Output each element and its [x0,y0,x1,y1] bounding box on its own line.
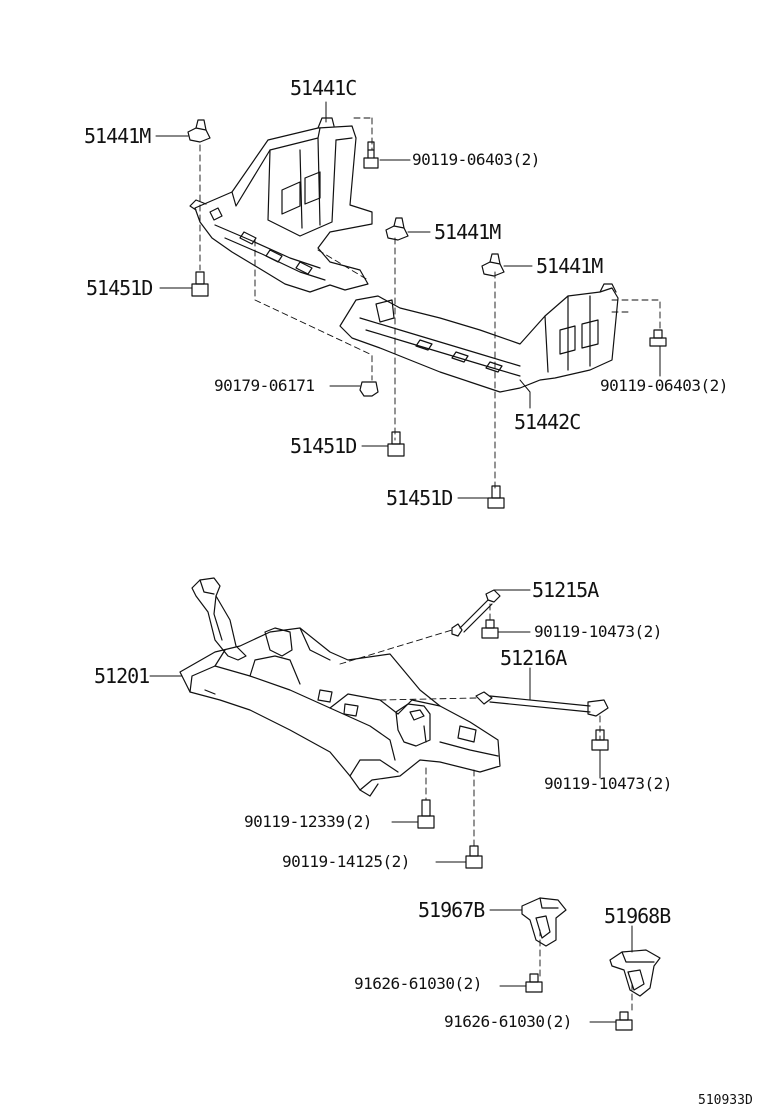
label-90119-10473-lower: 90119-10473(2) [544,774,672,793]
label-90119-06403-left: 90119-06403(2) [412,150,540,169]
bolt-90119-10473-upper [481,619,499,639]
crossmember-51201 [179,577,501,797]
nut-90179-06171 [359,381,379,397]
label-90119-14125: 90119-14125(2) [282,852,410,871]
label-90119-06403-right: 90119-06403(2) [600,376,728,395]
leader-lines-upper [155,101,661,499]
bolt-90119-12339 [417,799,435,829]
bolt-51451d-center [387,431,405,457]
brace-51215a [451,589,501,637]
label-51968b: 51968B [604,904,671,928]
stopper-51968b [609,949,661,997]
clip-51441m-right [481,253,505,277]
label-51451d-center: 51451D [290,434,357,458]
label-51441m-center: 51441M [434,220,501,244]
bolt-90119-10473-lower [591,729,609,751]
clip-51441m-center [385,217,409,241]
label-91626-61030-upper: 91626-61030(2) [354,974,482,993]
under-cover-left-51441c [189,117,373,293]
label-51967b: 51967B [418,898,485,922]
label-51201: 51201 [94,664,150,688]
bolt-51451d-left [191,271,209,297]
label-51441c: 51441C [290,76,357,100]
label-51451d-right: 51451D [386,486,453,510]
label-90179-06171: 90179-06171 [214,376,315,395]
bolt-90119-06403-right [649,329,667,347]
bolt-91626-61030-upper [525,973,543,993]
label-51441m-right: 51441M [536,254,603,278]
bolt-90119-06403-left [363,141,379,169]
label-51215a: 51215A [532,578,599,602]
leader-lines-lower [149,589,633,1023]
alignment-lines-upper [199,117,661,491]
alignment-lines-lower [339,603,633,1015]
bolt-91626-61030-lower [615,1011,633,1031]
label-51441m-left: 51441M [84,124,151,148]
label-51451d-left: 51451D [86,276,153,300]
label-90119-10473-upper: 90119-10473(2) [534,622,662,641]
clip-51441m-left [187,119,211,143]
label-51442c: 51442C [514,410,581,434]
label-91626-61030-lower: 91626-61030(2) [444,1012,572,1031]
bolt-90119-14125 [465,845,483,869]
label-51216a: 51216A [500,646,567,670]
diagram-code: 510933D [698,1093,753,1108]
brace-51216a [475,691,609,717]
under-cover-right-51442c [339,283,619,393]
label-90119-12339: 90119-12339(2) [244,812,372,831]
bolt-51451d-right [487,485,505,509]
stopper-51967b [521,897,567,947]
